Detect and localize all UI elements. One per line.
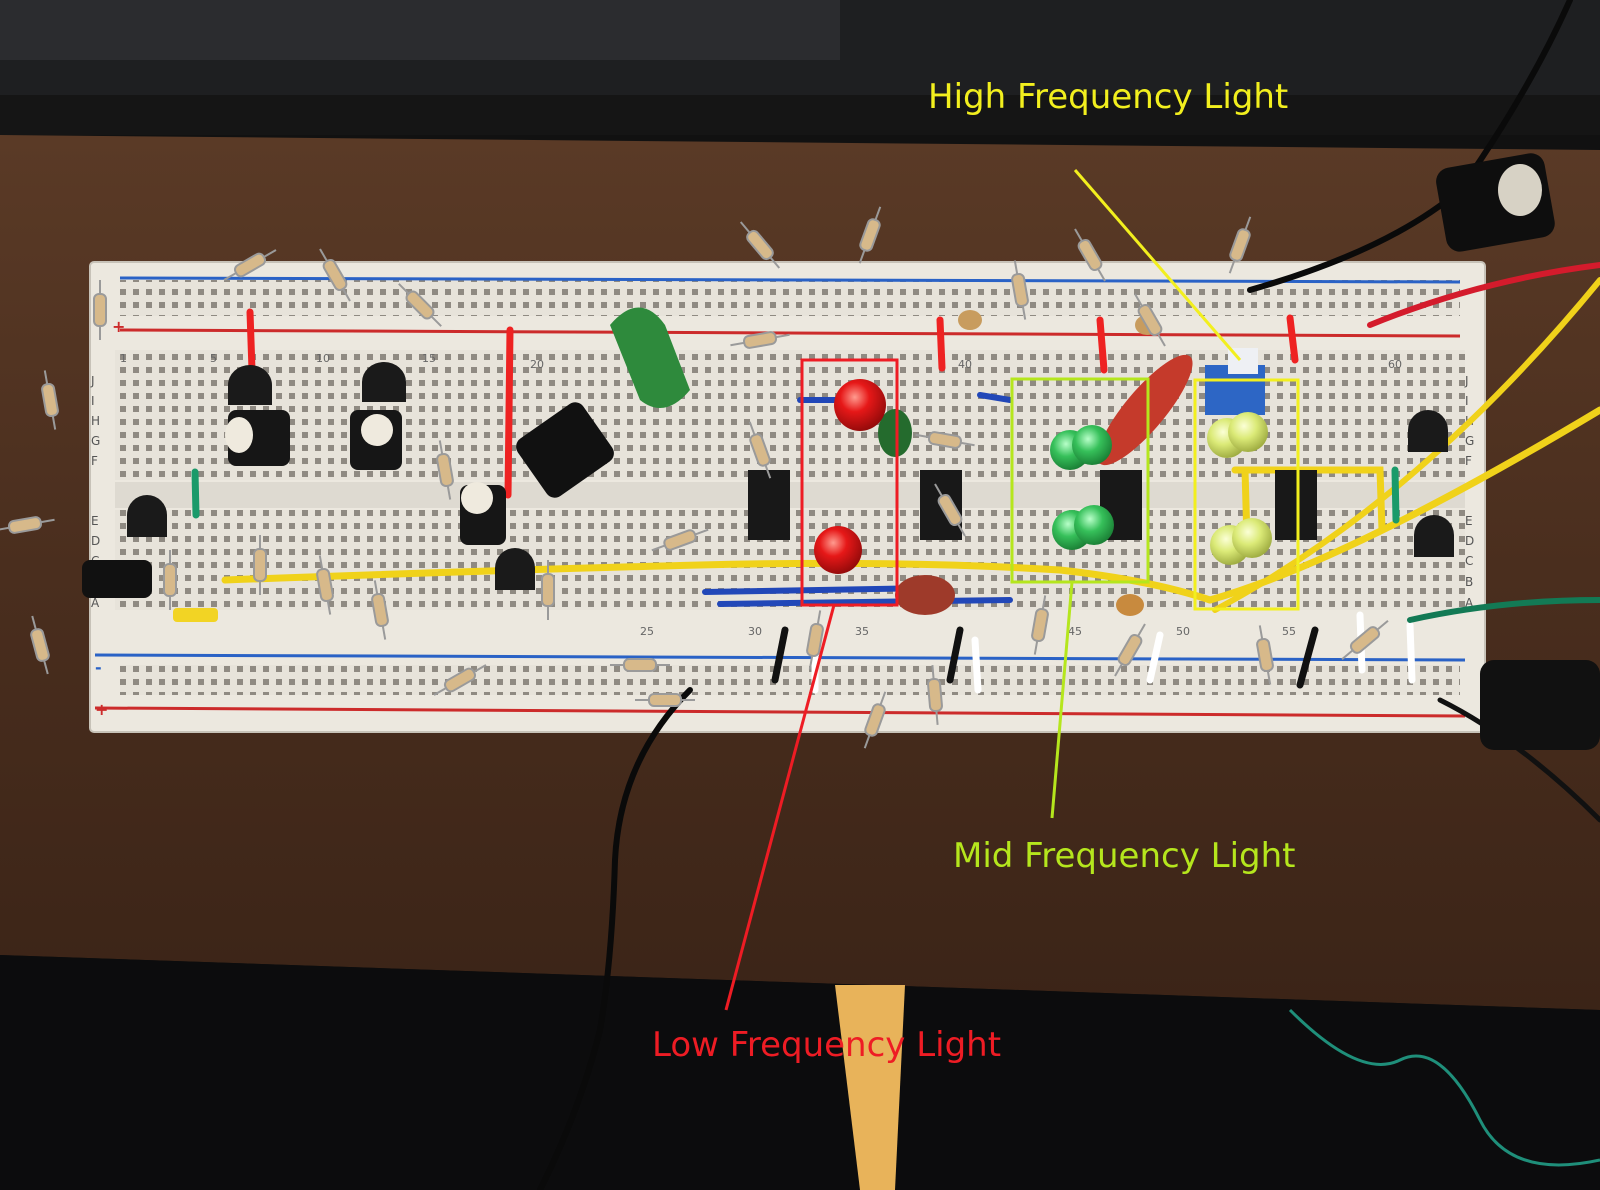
svg-text:+: +	[95, 700, 108, 719]
floor	[0, 955, 1600, 1190]
mid-frequency-pointer	[1050, 581, 1074, 819]
svg-text:E: E	[91, 514, 99, 528]
svg-text:G: G	[91, 434, 100, 448]
annotation-overlays	[724, 169, 1300, 1011]
svg-text:E: E	[1465, 514, 1473, 528]
svg-text:20: 20	[530, 358, 544, 371]
svg-text:15: 15	[422, 352, 436, 365]
floor-light-strip	[835, 985, 905, 1190]
led-high-frequency	[1207, 412, 1272, 565]
svg-text:A: A	[1465, 596, 1474, 610]
svg-text:J: J	[90, 374, 95, 388]
rail-polarity-marks: + + -	[95, 317, 125, 719]
svg-text:55: 55	[1282, 625, 1296, 638]
svg-text:+: +	[112, 317, 125, 336]
high-frequency-pointer	[1073, 169, 1242, 361]
film-capacitor	[610, 307, 690, 408]
led-low-frequency	[814, 379, 886, 574]
svg-text:J: J	[1464, 374, 1469, 388]
svg-text:G: G	[1465, 434, 1474, 448]
svg-text:40: 40	[958, 358, 972, 371]
svg-text:D: D	[91, 534, 100, 548]
svg-text:F: F	[91, 454, 98, 468]
svg-text:5: 5	[210, 352, 217, 365]
mid-frequency-label: Mid Frequency Light	[953, 836, 1296, 876]
svg-text:1: 1	[120, 352, 127, 365]
low-frequency-pointer	[724, 604, 836, 1011]
svg-text:F: F	[1465, 454, 1472, 468]
svg-text:45: 45	[1068, 625, 1082, 638]
breadboard-column-numbers: 1 5 10 15 20 25 30 35 40 45 50 55 60	[120, 352, 1402, 638]
ic-chip	[1275, 470, 1317, 540]
low-frequency-label: Low Frequency Light	[652, 1025, 1002, 1065]
ic-chip	[748, 470, 790, 540]
svg-text:C: C	[1465, 554, 1473, 568]
svg-text:30: 30	[748, 625, 762, 638]
svg-text:D: D	[1465, 534, 1474, 548]
svg-text:60: 60	[1388, 358, 1402, 371]
resistors	[0, 206, 1389, 749]
high-frequency-box	[1193, 378, 1300, 611]
svg-text:I: I	[1465, 394, 1469, 408]
svg-text:35: 35	[855, 625, 869, 638]
svg-text:B: B	[1465, 575, 1473, 589]
svg-text:-: -	[95, 658, 102, 677]
svg-text:25: 25	[640, 625, 654, 638]
led-mid-frequency	[1050, 425, 1114, 550]
svg-text:I: I	[91, 394, 95, 408]
jumper-wires	[191, 277, 1600, 694]
svg-text:A: A	[91, 596, 100, 610]
svg-text:10: 10	[316, 352, 330, 365]
low-frequency-box	[800, 358, 899, 607]
svg-text:50: 50	[1176, 625, 1190, 638]
svg-text:H: H	[91, 414, 100, 428]
high-frequency-label: High Frequency Light	[928, 77, 1289, 117]
mid-frequency-box	[1010, 377, 1150, 584]
